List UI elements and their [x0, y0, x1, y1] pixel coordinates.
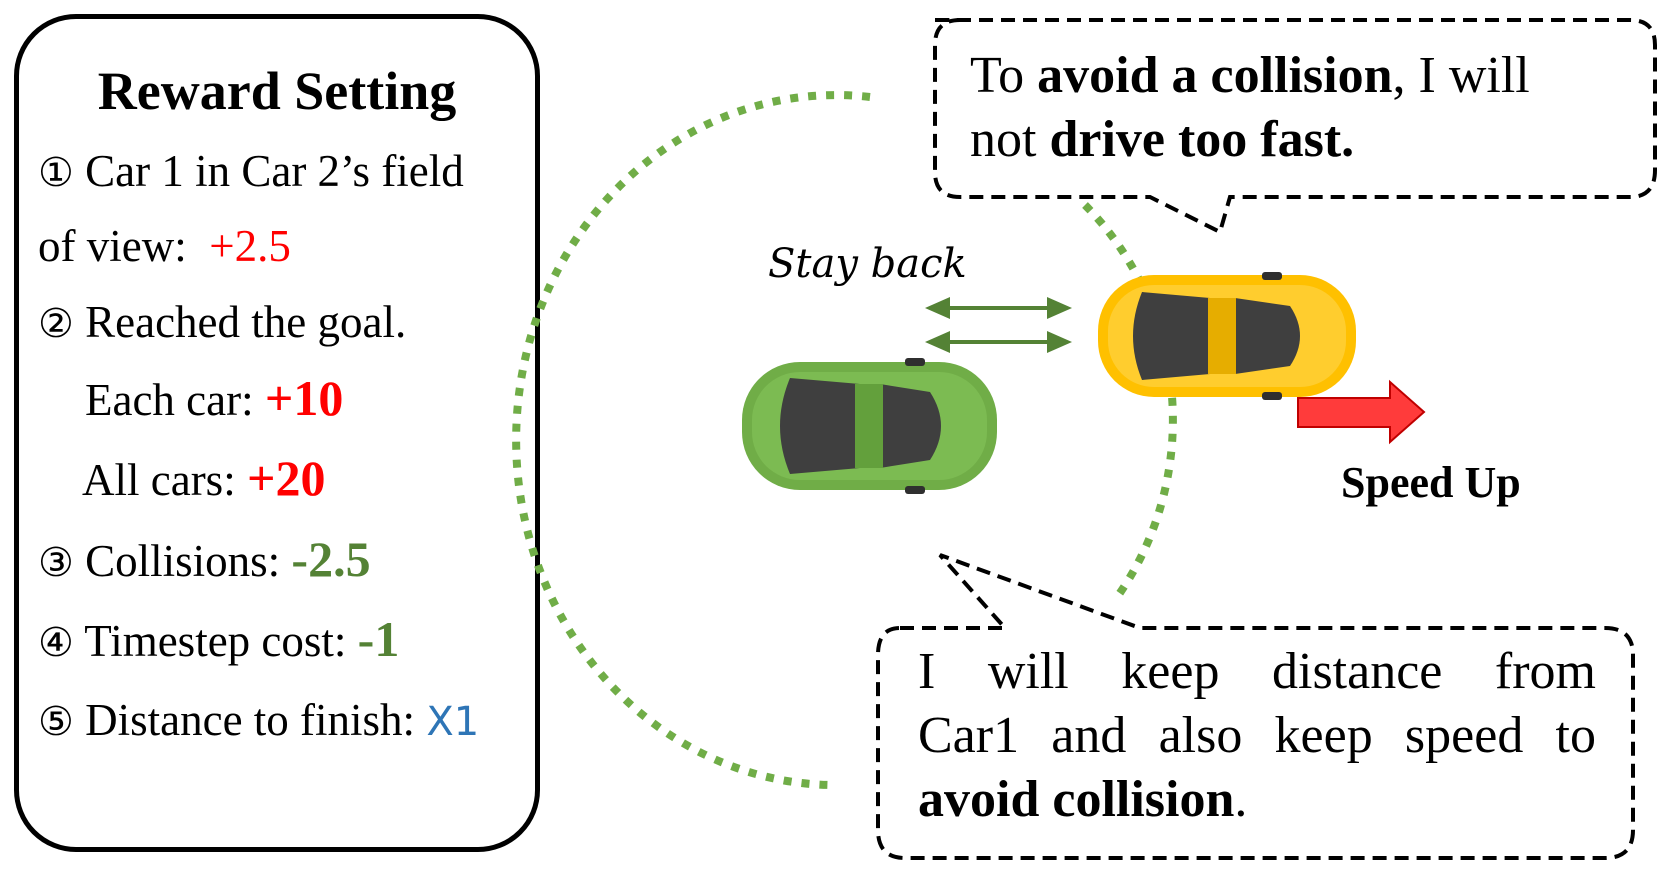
bubble-top-t3: not [970, 111, 1050, 168]
reward-item-1-text-b: of view: [38, 221, 187, 271]
speed-up-arrow [1297, 379, 1426, 445]
circled-number-2: ② [38, 301, 74, 347]
speech-bubble-car1 [933, 18, 1657, 235]
reward-item-1: ① Car 1 in Car 2’s field [38, 145, 464, 199]
reward-value-view: +2.5 [209, 221, 291, 271]
reward-setting-panel: Reward Setting [14, 14, 540, 852]
all-cars-value: +20 [246, 450, 326, 506]
field-of-view-arc-right [1082, 202, 1177, 603]
collisions-value: -2.5 [291, 531, 371, 587]
circled-number-1: ① [38, 150, 74, 196]
circled-number-4: ④ [38, 620, 74, 666]
bubble-bottom-line1: I will keep distance from [918, 643, 1596, 700]
bubble-top-t1: To [970, 47, 1038, 104]
reward-item-2-text: Reached the goal. [85, 297, 407, 347]
timestep-value: -1 [357, 611, 400, 667]
stay-back-label: Stay back [768, 241, 967, 287]
green-car-icon [742, 358, 997, 494]
reward-each-car: Each car: +10 [85, 372, 343, 426]
reward-item-2: ② Reached the goal. [38, 296, 406, 350]
field-of-view-arc-left [512, 91, 871, 789]
bubble-top-b1: avoid a collision [1037, 47, 1393, 104]
panel-title: Reward Setting [97, 61, 457, 121]
reward-item-1-text: Car 1 in Car 2’s field [85, 146, 464, 196]
reward-item-4: ④ Timestep cost: -1 [38, 613, 399, 669]
each-car-label: Each car: [85, 375, 254, 425]
stay-back-arrows [925, 297, 1072, 353]
timestep-label: Timestep cost: [84, 616, 347, 666]
each-car-value: +10 [264, 370, 344, 426]
bubble-bottom-line2: Car1 and also keep speed to [918, 707, 1596, 764]
reward-item-1-cont: of view: +2.5 [38, 220, 291, 272]
speech-bubble-car2 [876, 553, 1635, 860]
reward-item-5: ⑤ Distance to finish: X1 [38, 694, 479, 748]
yellow-car-icon [1098, 272, 1356, 400]
bubble-bottom-text: I will keep distance from Car1 and also … [918, 640, 1596, 832]
bubble-top-text: To avoid a collision, I will not drive t… [970, 44, 1530, 172]
bubble-bottom-b1: avoid collision [918, 771, 1235, 828]
distance-label: Distance to finish: [85, 695, 416, 745]
bubble-bottom-t1: . [1234, 771, 1248, 828]
bubble-top-b2: drive too fast. [1049, 111, 1355, 168]
speed-up-label: Speed Up [1341, 458, 1521, 507]
all-cars-label: All cars: [82, 455, 236, 505]
circled-number-5: ⑤ [38, 699, 74, 745]
reward-all-cars: All cars: +20 [82, 452, 325, 506]
circled-number-3: ③ [38, 540, 74, 586]
distance-value: X1 [426, 699, 480, 745]
collisions-label: Collisions: [85, 536, 281, 586]
bubble-top-t2: , I will [1392, 47, 1530, 104]
reward-item-3: ③ Collisions: -2.5 [38, 533, 371, 589]
